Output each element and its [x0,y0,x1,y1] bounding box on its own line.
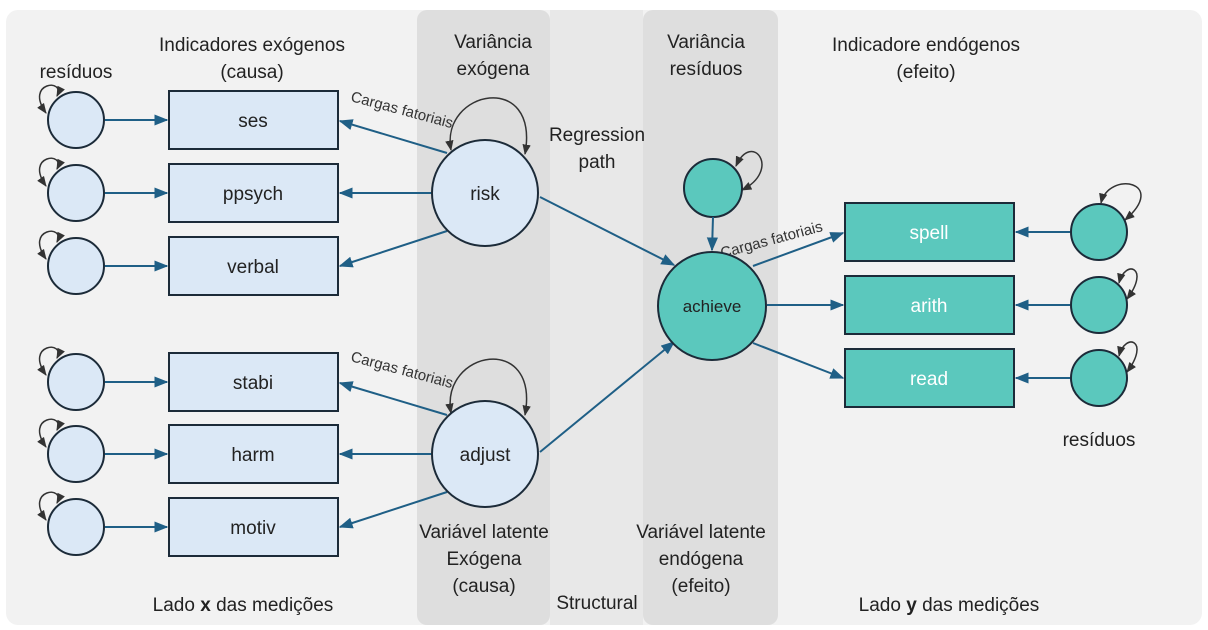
indicator-label-ppsych: ppsych [223,184,283,205]
arrow-disturbance-achieve [706,216,718,252]
header-endo-indicators-2: (efeito) [896,62,955,83]
residuals-right-label: resíduos [1063,430,1136,451]
residual-motiv [47,498,105,556]
y-side-caption: Lado y das medições [859,595,1040,616]
arrow-adjust-motiv [338,491,448,529]
indicator-label-ses: ses [238,111,268,132]
self-loop-residual-stabi [37,346,65,376]
self-loop-residual-verbal [37,230,65,260]
x-side-caption: Lado x das medições [153,595,334,616]
latent-achieve-label: achieve [683,297,742,316]
latent-risk-label: risk [470,184,500,205]
endo-latent-caption-3: (efeito) [671,576,730,597]
self-loop-residual-ses [37,84,65,114]
residual-ses [47,91,105,149]
self-loop-residual-harm [37,418,65,448]
endo-latent-caption-2: endógena [659,549,744,570]
self-loop-residual-motiv [37,491,65,521]
indicator-arith [844,275,1015,335]
indicator-verbal [168,236,339,296]
residual-read [1070,349,1128,407]
arrow-risk-verbal [338,230,448,268]
arrow-risk-ses [338,119,448,154]
exo-latent-caption-2: Exógena [446,549,521,570]
regression-path-label-1: Regression [549,125,645,146]
residual-verbal [47,237,105,295]
indicator-label-motiv: motiv [230,518,276,539]
self-loop-risk [445,97,531,156]
exo-latent-caption-3: (causa) [452,576,515,597]
regression-adjust-achieve [539,341,676,453]
indicator-stabi [168,352,339,412]
indicator-label-spell: spell [909,223,948,244]
self-loop-residual-arith [1117,268,1138,300]
band-structural [550,10,643,625]
disturbance-achieve [683,158,743,218]
residual-spell [1070,203,1128,261]
header-residual-variance-2: resíduos [670,59,743,80]
indicator-spell [844,202,1015,262]
header-endo-indicators-1: Indicadore endógenos [832,35,1020,56]
residual-arith [1070,276,1128,334]
latent-adjust-label: adjust [460,445,511,466]
indicator-label-stabi: stabi [233,373,273,394]
indicator-label-read: read [910,369,948,390]
indicator-ses [168,90,339,150]
indicator-harm [168,424,339,484]
arrow-achieve-spell [752,232,845,267]
exo-latent-caption-1: Variável latente [419,522,549,543]
self-loop-residual-read [1117,341,1138,373]
latent-risk [431,139,539,247]
header-residual-variance-1: Variância [667,32,745,53]
latent-adjust [431,400,539,508]
self-loop-residual-ppsych [37,157,65,187]
header-exo-variance-1: Variância [454,32,532,53]
structural-caption: Structural [556,593,637,614]
indicator-label-arith: arith [911,296,948,317]
arrow-adjust-stabi [338,381,448,416]
indicator-motiv [168,497,339,557]
self-loop-adjust [445,358,531,417]
residual-harm [47,425,105,483]
regression-path-label-2: path [579,152,616,173]
header-exo-indicators-2: (causa) [220,62,283,83]
residual-ppsych [47,164,105,222]
header-exo-indicators-1: Indicadores exógenos [159,35,345,56]
residual-stabi [47,353,105,411]
header-exo-variance-2: exógena [457,59,530,80]
self-loop-achieve-disturbance [735,151,763,191]
self-loop-residual-spell [1099,183,1142,221]
endo-latent-caption-1: Variável latente [636,522,766,543]
latent-achieve [657,251,767,361]
header-residuals-left: resíduos [40,62,113,83]
indicator-ppsych [168,163,339,223]
indicator-label-harm: harm [231,445,274,466]
indicator-read [844,348,1015,408]
indicator-label-verbal: verbal [227,257,279,278]
arrow-achieve-read [752,342,845,379]
regression-risk-achieve [539,196,676,266]
